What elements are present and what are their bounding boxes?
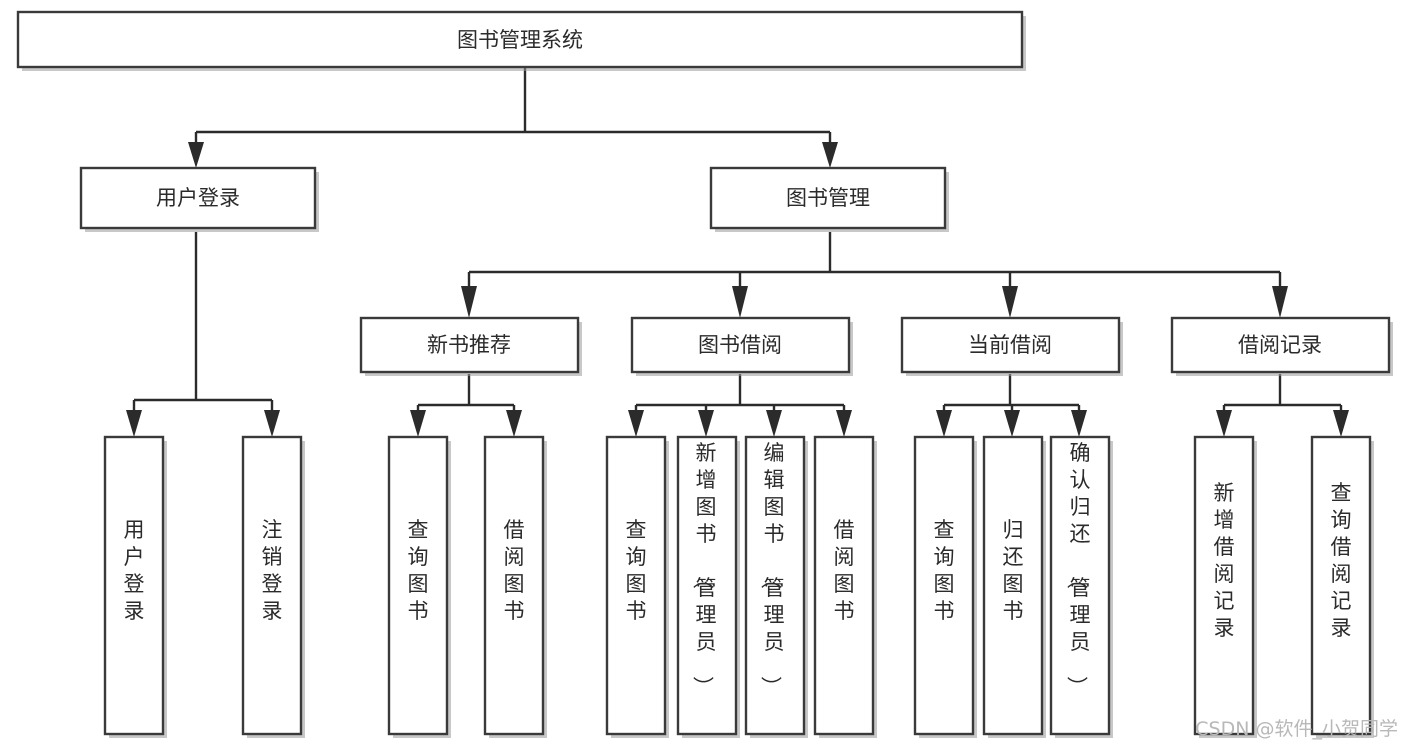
edge-group-new-book-recommend-to-leaves xyxy=(410,374,522,437)
arrow-to-leaf-logout xyxy=(264,410,280,437)
leaf-node-nbr-query-book[interactable]: 查询图书 xyxy=(387,435,451,738)
leaf-node-cb-confirm-return[interactable]: 确认归还（管理员） xyxy=(1049,435,1113,738)
root-label: 图书管理系统 xyxy=(457,28,583,52)
leaf-node-bb-edit-book[interactable]: 编辑图书（管理员） xyxy=(744,435,808,738)
edge-group-book-borrow-to-leaves xyxy=(628,374,852,437)
book-borrow-box xyxy=(630,316,851,374)
node-root-book-management-system[interactable]: 图书管理系统 xyxy=(16,10,1026,71)
root-box xyxy=(16,10,1024,69)
leaf-br-add-record-box xyxy=(1193,435,1255,736)
book-management-label: 图书管理 xyxy=(786,186,870,210)
leaf-cb-return-book-label: 归还图书 xyxy=(1003,518,1024,623)
leaf-nbr-borrow-book-box xyxy=(483,435,545,736)
edge-group-user-login-to-leaves xyxy=(126,232,280,437)
leaf-node-bb-query-book[interactable]: 查询图书 xyxy=(605,435,669,738)
book-borrow-label: 图书借阅 xyxy=(698,333,782,357)
arrow-to-leaf-bb-borrow-book xyxy=(836,410,852,437)
user-login-box xyxy=(79,166,317,230)
leaf-cb-query-book-box xyxy=(913,435,975,736)
arrow-to-user-login xyxy=(188,142,204,168)
current-borrow-box xyxy=(900,316,1121,374)
arrow-to-leaf-bb-edit-book xyxy=(766,410,782,437)
edge-group-current-borrow-to-leaves xyxy=(936,374,1087,437)
leaf-nbr-query-book-label: 查询图书 xyxy=(408,518,429,623)
leaf-user-login-label: 用户登录 xyxy=(124,518,145,623)
user-login-label: 用户登录 xyxy=(156,186,240,210)
arrow-to-current-borrow xyxy=(1002,286,1018,318)
leaf-bb-edit-book-box xyxy=(744,435,806,736)
leaf-node-bb-add-book[interactable]: 新增图书（管理员） xyxy=(676,435,740,738)
csdn-watermark: CSDN @软件_小贺同学 xyxy=(1195,718,1398,740)
arrow-to-leaf-bb-query-book xyxy=(628,410,644,437)
leaf-bb-borrow-book-box xyxy=(813,435,875,736)
arrow-to-book-borrow xyxy=(732,286,748,318)
leaf-node-br-add-record[interactable]: 新增借阅记录 xyxy=(1193,435,1257,738)
current-borrow-label: 当前借阅 xyxy=(968,333,1052,357)
leaf-br-query-record-box xyxy=(1310,435,1372,736)
leaf-nbr-borrow-book-label: 借阅图书 xyxy=(504,518,525,623)
leaf-bb-edit-book-label: 编辑图书（管理员） xyxy=(759,441,785,697)
leaf-user-login-box xyxy=(103,435,165,736)
borrow-record-label: 借阅记录 xyxy=(1238,333,1322,357)
leaf-bb-query-book-box xyxy=(605,435,667,736)
new-book-recommend-box xyxy=(359,316,580,374)
node-book-management[interactable]: 图书管理 xyxy=(709,166,949,232)
node-new-book-recommend[interactable]: 新书推荐 xyxy=(359,316,582,376)
arrow-to-new-book-recommend xyxy=(461,286,477,318)
leaf-node-logout[interactable]: 注销登录 xyxy=(241,435,305,738)
arrow-to-leaf-bb-add-book xyxy=(698,410,714,437)
leaf-nbr-query-book-box xyxy=(387,435,449,736)
leaf-logout-box xyxy=(241,435,303,736)
leaf-logout-label: 注销登录 xyxy=(262,518,283,623)
leaf-bb-query-book-label: 查询图书 xyxy=(626,518,647,623)
leaf-cb-confirm-return-box xyxy=(1049,435,1111,736)
arrow-to-borrow-record xyxy=(1272,286,1288,318)
leaf-bb-add-book-label: 新增图书（管理员） xyxy=(691,441,717,697)
leaf-bb-add-book-box xyxy=(676,435,738,736)
borrow-record-box xyxy=(1170,316,1391,374)
edge-group-root-to-level2 xyxy=(188,67,838,168)
leaf-cb-return-book-box xyxy=(982,435,1044,736)
leaf-node-br-query-record[interactable]: 查询借阅记录 xyxy=(1310,435,1374,738)
node-borrow-record[interactable]: 借阅记录 xyxy=(1170,316,1393,376)
leaf-br-add-record-label: 新增借阅记录 xyxy=(1214,481,1235,640)
leaf-node-cb-return-book[interactable]: 归还图书 xyxy=(982,435,1046,738)
node-book-borrow[interactable]: 图书借阅 xyxy=(630,316,853,376)
new-book-recommend-label: 新书推荐 xyxy=(427,333,511,357)
leaf-node-nbr-borrow-book[interactable]: 借阅图书 xyxy=(483,435,547,738)
edge-group-borrow-record-to-leaves xyxy=(1216,374,1349,437)
leaf-node-user-login[interactable]: 用户登录 xyxy=(103,435,167,738)
leaf-cb-confirm-return-label: 确认归还（管理员） xyxy=(1065,441,1091,697)
arrow-to-leaf-nbr-borrow-book xyxy=(506,410,522,437)
arrow-to-leaf-cb-query-book xyxy=(936,410,952,437)
arrow-to-leaf-user-login xyxy=(126,410,142,437)
arrow-to-leaf-br-add-record xyxy=(1216,410,1232,437)
leaf-node-bb-borrow-book[interactable]: 借阅图书 xyxy=(813,435,877,738)
book-management-box xyxy=(709,166,947,230)
arrow-to-leaf-br-query-record xyxy=(1333,410,1349,437)
node-current-borrow[interactable]: 当前借阅 xyxy=(900,316,1123,376)
edge-group-book-manage-to-level3 xyxy=(461,232,1288,318)
arrow-to-leaf-cb-confirm-return xyxy=(1071,410,1087,437)
leaf-cb-query-book-label: 查询图书 xyxy=(934,518,955,623)
arrow-to-book-manage xyxy=(822,142,838,168)
leaf-br-query-record-label: 查询借阅记录 xyxy=(1331,481,1352,640)
leaf-bb-borrow-book-label: 借阅图书 xyxy=(834,518,855,623)
arrow-to-leaf-nbr-query-book xyxy=(410,410,426,437)
arrow-to-leaf-cb-return-book xyxy=(1004,410,1020,437)
node-user-login[interactable]: 用户登录 xyxy=(79,166,319,232)
leaf-node-cb-query-book[interactable]: 查询图书 xyxy=(913,435,977,738)
